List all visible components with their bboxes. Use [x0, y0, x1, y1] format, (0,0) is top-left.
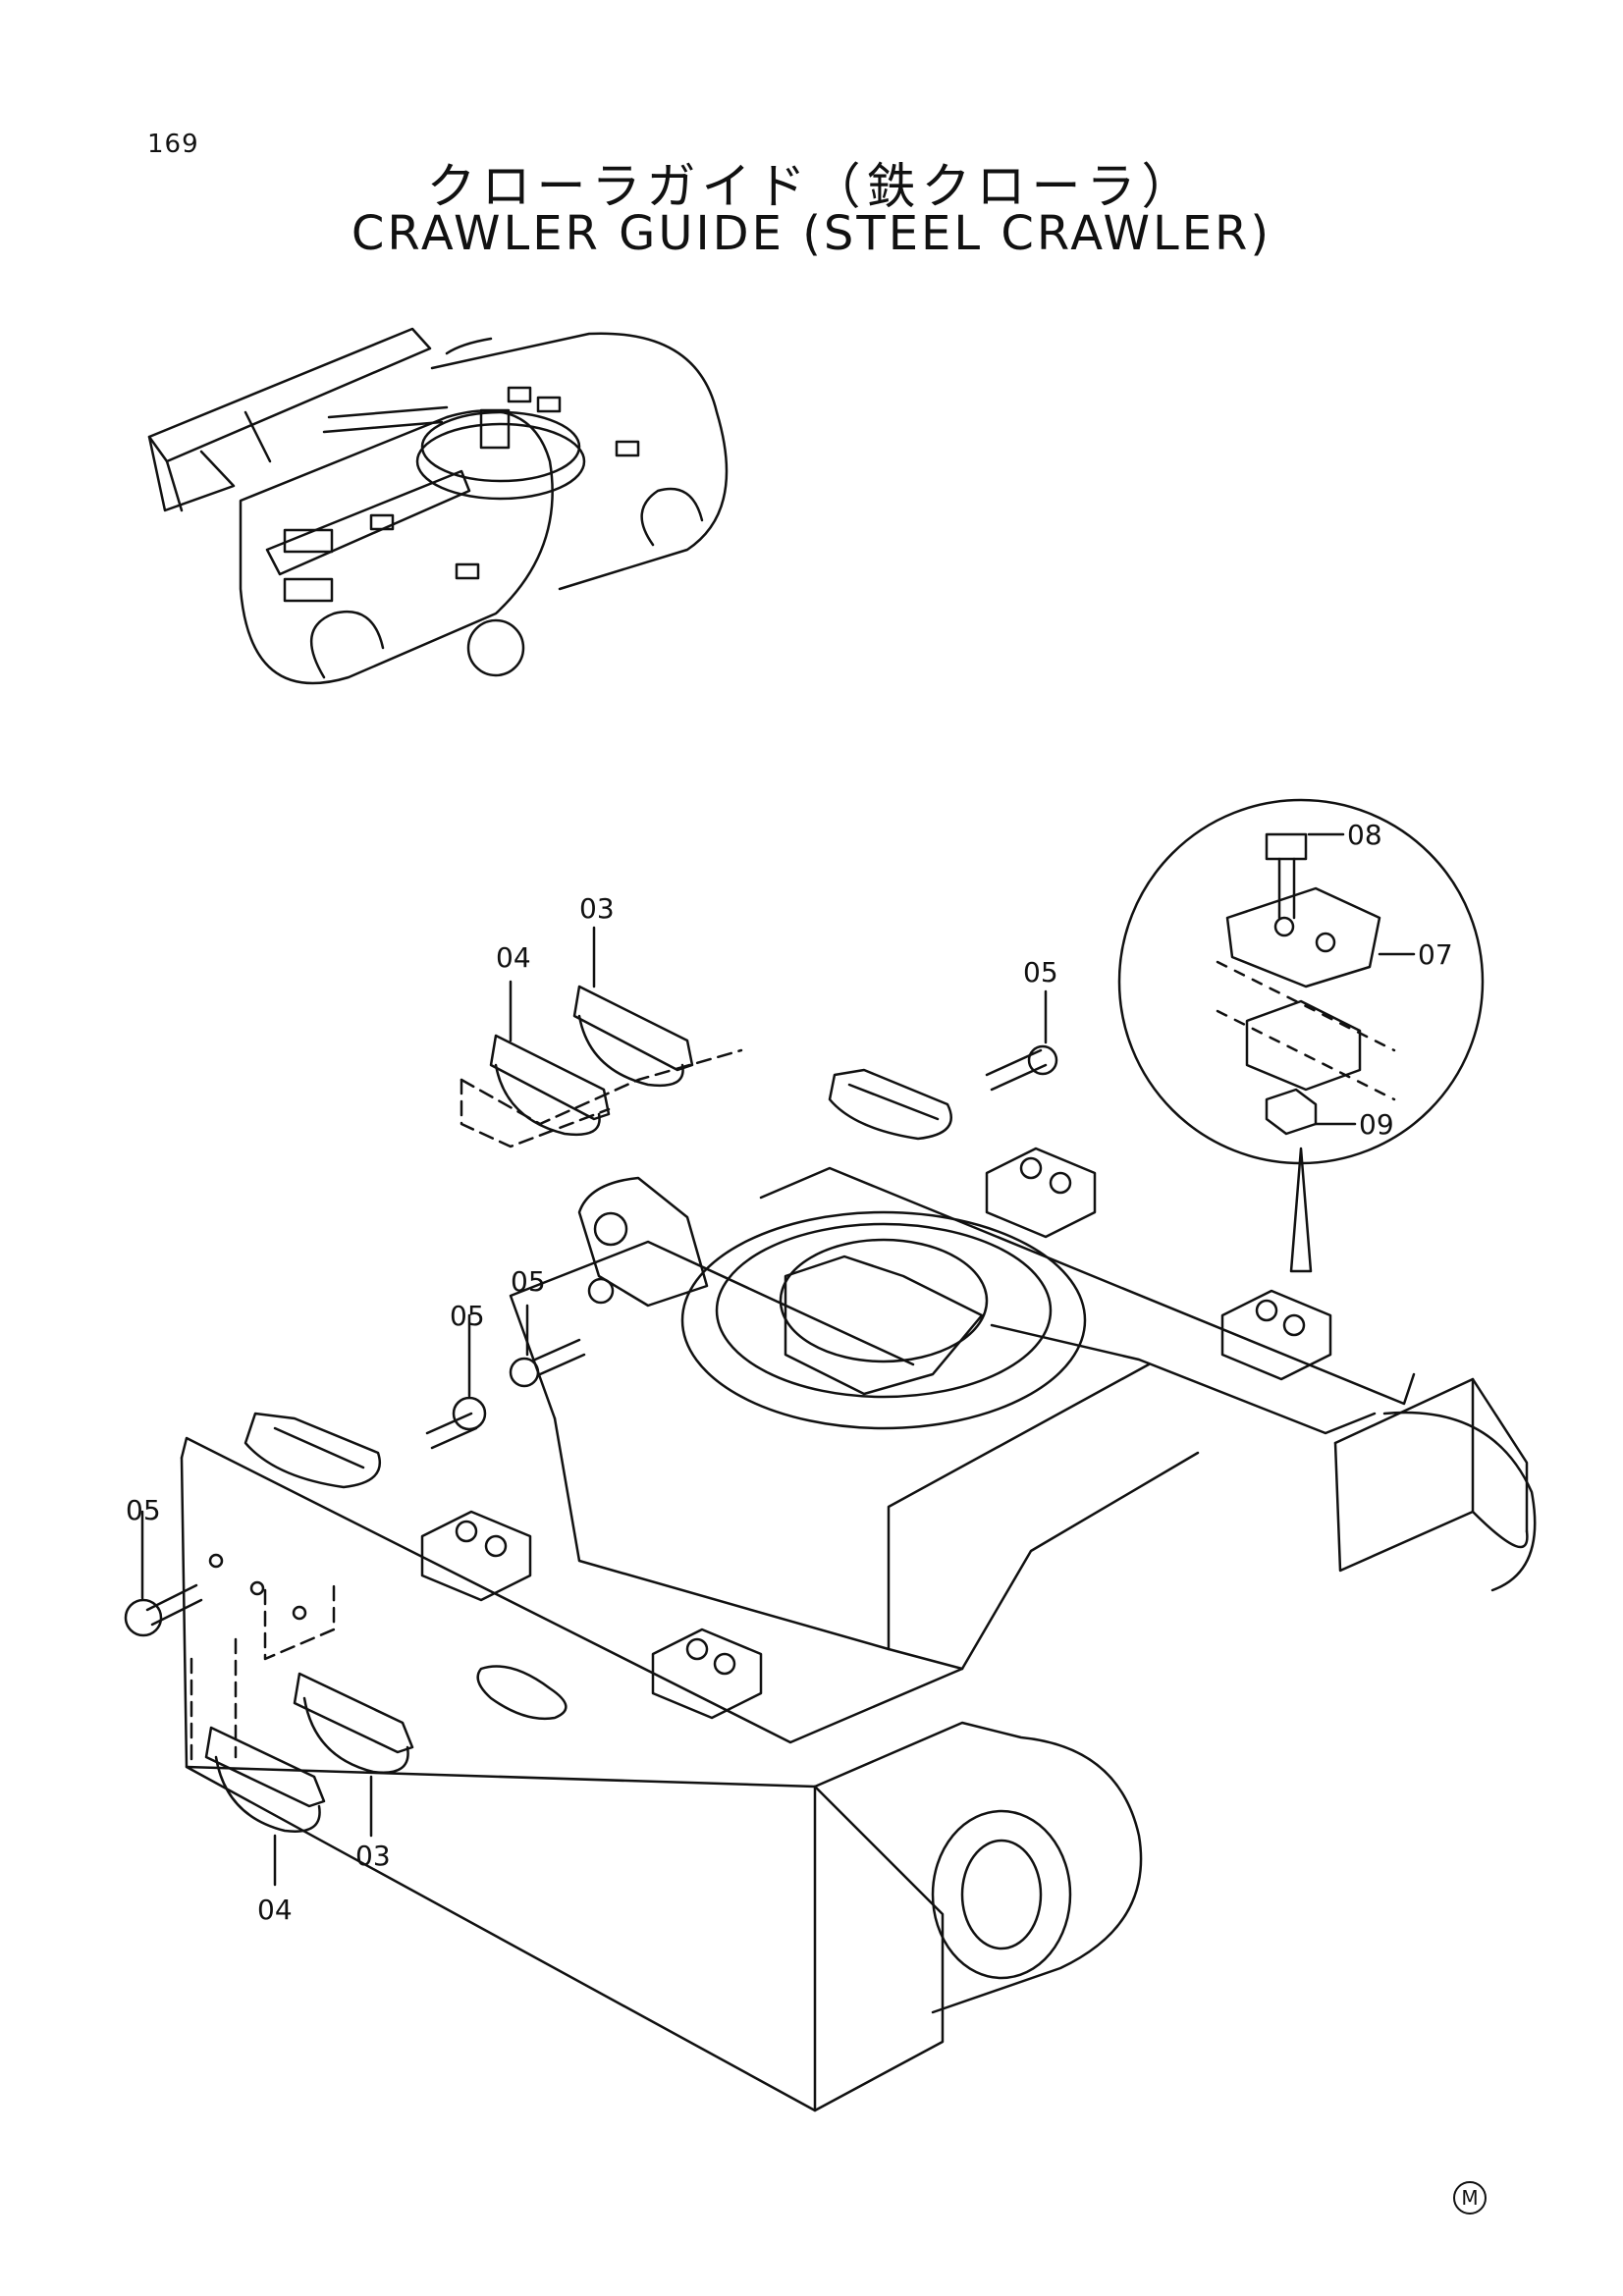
overview-machine-illustration — [147, 327, 729, 685]
callout-05-top-right: 05 — [1023, 956, 1058, 988]
callout-07: 07 — [1418, 938, 1453, 971]
callout-08: 08 — [1347, 819, 1382, 851]
callout-05-mid-a: 05 — [450, 1300, 485, 1332]
page-number: 169 — [147, 130, 199, 159]
track-frame-illustration — [180, 1068, 1537, 2112]
manufacturer-mark: M — [1453, 2181, 1487, 2215]
callout-04-bottom: 04 — [257, 1894, 293, 1926]
callout-03-bottom: 03 — [355, 1840, 391, 1872]
roller-guard-brackets — [420, 1147, 1332, 1720]
detail-inset — [1117, 798, 1485, 1273]
bolts-05 — [124, 1044, 1058, 1637]
title-japanese: クローラガイド（鉄クローラ） — [426, 158, 1197, 215]
leader-lines — [140, 832, 1416, 1887]
callout-04-top: 04 — [496, 941, 531, 974]
callout-03-top: 03 — [579, 892, 615, 925]
crawler-guides-top — [460, 985, 743, 1148]
callout-05-mid-b: 05 — [511, 1265, 546, 1298]
callout-09: 09 — [1359, 1108, 1394, 1141]
crawler-guides-bottom — [189, 1578, 414, 1833]
title-english: CRAWLER GUIDE (STEEL CRAWLER) — [351, 206, 1272, 261]
callout-05-left: 05 — [126, 1494, 161, 1526]
